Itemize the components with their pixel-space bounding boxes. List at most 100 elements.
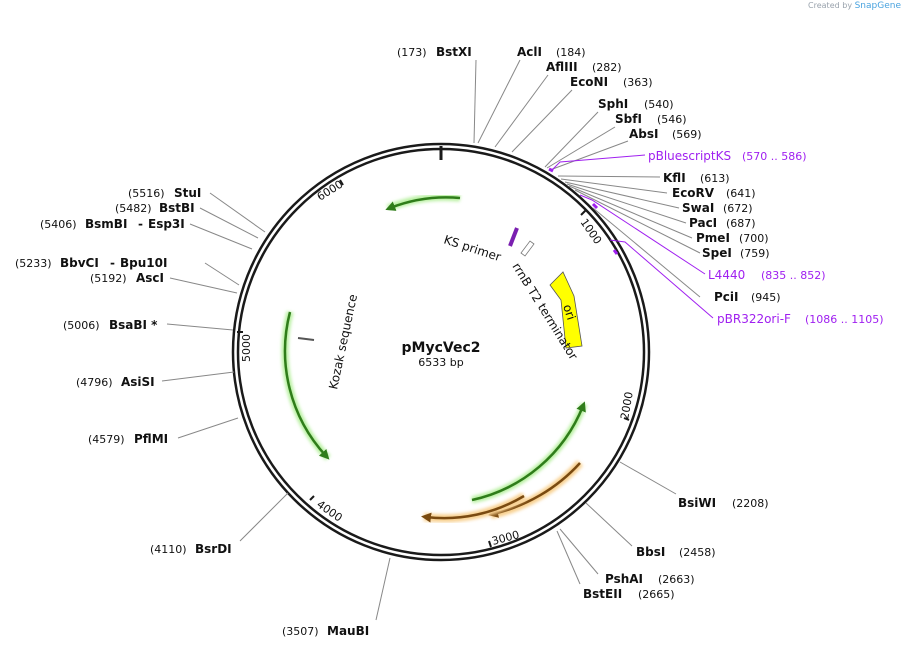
feature-label-ks-primer: KS primer bbox=[442, 233, 503, 265]
site-dash-bsmbi: - bbox=[138, 217, 143, 231]
leader-pbluescriptks bbox=[551, 154, 646, 171]
site-pos-bbsi: (2458) bbox=[679, 546, 716, 559]
site-name-kfli: KflI bbox=[663, 171, 686, 185]
site-dash-bbvci: - bbox=[110, 256, 115, 270]
ks-primer-marker bbox=[508, 227, 519, 247]
site-name-sbfi: SbfI bbox=[615, 112, 642, 126]
leader-stui bbox=[209, 192, 266, 233]
site-name-sphi: SphI bbox=[598, 97, 628, 111]
leader-pmei bbox=[568, 185, 693, 239]
site-pos-pmei: (700) bbox=[739, 232, 769, 245]
snapgene-brand: SnapGene bbox=[854, 1, 901, 11]
leader-swai bbox=[564, 181, 680, 209]
site-pos-bsabi: (5006) bbox=[63, 319, 100, 332]
site-name-bsrdi: BsrDI bbox=[195, 542, 232, 556]
leader-sphi bbox=[544, 111, 599, 168]
site-name-asci: AscI bbox=[136, 271, 164, 285]
site-name-asisi: AsiSI bbox=[121, 375, 155, 389]
feature-label-kozak: Kozak sequence bbox=[326, 293, 360, 391]
leader-bstbi bbox=[199, 207, 259, 239]
leader-pflmi bbox=[177, 417, 239, 439]
leader-asisi bbox=[161, 371, 235, 382]
site-pos-pflmi: (4579) bbox=[88, 433, 125, 446]
primer-name-pbr322ori: pBR322ori-F bbox=[717, 312, 791, 326]
rrnb-marker bbox=[520, 240, 535, 257]
leader-sbfi bbox=[546, 126, 616, 169]
leader-pshai bbox=[559, 528, 599, 575]
site-labels: (173) BstXI AclI (184) AflIII (282) EcoN… bbox=[15, 45, 781, 638]
site-name-econi: EcoNI bbox=[570, 75, 608, 89]
site-pos-maubi: (3507) bbox=[282, 625, 319, 638]
site-pos-bsrdi: (4110) bbox=[150, 543, 187, 556]
leader-bbvci bbox=[204, 262, 240, 286]
site-name-swai: SwaI bbox=[682, 201, 714, 215]
site-pos-afliii: (282) bbox=[592, 61, 622, 74]
site-alt-bbvci: Bpu10I bbox=[120, 256, 167, 270]
site-pos-asci: (5192) bbox=[90, 272, 127, 285]
leader-asci bbox=[169, 277, 238, 294]
tick-6000 bbox=[339, 179, 344, 186]
site-name-acli: AclI bbox=[517, 45, 542, 59]
leader-pcii bbox=[592, 207, 701, 298]
snapgene-credit: Created by SnapGene bbox=[808, 1, 901, 11]
tick-label-5000: 5000 bbox=[240, 334, 253, 362]
plasmid-length: 6533 bp bbox=[418, 356, 463, 369]
site-name-bstxi: BstXI bbox=[436, 45, 472, 59]
site-name-bbvci: BbvCI bbox=[60, 256, 99, 270]
site-pos-kfli: (613) bbox=[700, 172, 730, 185]
tick-label-1000: 1000 bbox=[578, 216, 605, 246]
site-pos-bstxi: (173) bbox=[397, 46, 427, 59]
leader-bsabi bbox=[166, 323, 234, 331]
site-name-stui: StuI bbox=[174, 186, 201, 200]
site-pos-spei: (759) bbox=[740, 247, 770, 260]
primer-mark-pbr322ori bbox=[612, 249, 619, 255]
site-name-ecorv: EcoRV bbox=[672, 186, 715, 200]
leader-maubi bbox=[375, 557, 391, 621]
leader-econi bbox=[511, 89, 573, 153]
site-pos-sbfi: (546) bbox=[657, 113, 687, 126]
leader-l4440 bbox=[579, 194, 706, 275]
site-pos-stui: (5516) bbox=[128, 187, 165, 200]
leader-bsiwi bbox=[619, 461, 677, 495]
leader-acli bbox=[477, 59, 521, 144]
primer-range-pbr322ori: (1086 .. 1105) bbox=[805, 313, 884, 326]
site-pos-econi: (363) bbox=[623, 76, 653, 89]
feature-arrow-top bbox=[385, 196, 461, 211]
site-name-absi: AbsI bbox=[629, 127, 658, 141]
leader-spei bbox=[574, 189, 701, 254]
feature-arrow-orange-outer bbox=[488, 462, 581, 518]
leader-kfli bbox=[557, 175, 661, 178]
tick-4000 bbox=[309, 495, 315, 501]
leader-absi bbox=[549, 140, 629, 171]
feature-arrow-left bbox=[283, 311, 330, 460]
primer-leader-lines bbox=[548, 154, 714, 319]
backbone-outer bbox=[231, 142, 651, 562]
site-name-afliii: AflIII bbox=[546, 60, 578, 74]
plasmid-name: pMycVec2 bbox=[402, 340, 481, 356]
primer-range-pbluescriptks: (570 .. 586) bbox=[742, 150, 807, 163]
site-pos-swai: (672) bbox=[723, 202, 753, 215]
site-pos-ecorv: (641) bbox=[726, 187, 756, 200]
primer-name-pbluescriptks: pBluescriptKS bbox=[648, 149, 731, 163]
kozak-marker bbox=[297, 337, 315, 341]
leader-bsteii bbox=[556, 530, 581, 585]
leader-paci bbox=[566, 183, 687, 224]
leader-ecorv bbox=[560, 178, 668, 194]
primer-name-l4440: L4440 bbox=[708, 268, 745, 282]
site-pos-bstbi: (5482) bbox=[115, 202, 152, 215]
site-pos-paci: (687) bbox=[726, 217, 756, 230]
leader-pbr322ori bbox=[609, 239, 714, 319]
tick-label-2000: 2000 bbox=[618, 391, 636, 421]
feature-arrow-orange-inner bbox=[421, 494, 525, 523]
site-pos-asisi: (4796) bbox=[76, 376, 113, 389]
feature-glow-br bbox=[471, 402, 588, 504]
site-pos-pshai: (2663) bbox=[658, 573, 695, 586]
site-name-bstbi: BstBI bbox=[159, 201, 195, 215]
leader-bbsi bbox=[585, 502, 633, 547]
feature-label-ori: ori bbox=[560, 303, 578, 322]
site-leader-lines bbox=[161, 59, 701, 621]
site-name-paci: PacI bbox=[689, 216, 717, 230]
site-name-bsiwi: BsiWI bbox=[678, 496, 716, 510]
leader-bsmbi bbox=[189, 223, 253, 250]
site-name-bsabi: BsaBI * bbox=[109, 318, 158, 332]
